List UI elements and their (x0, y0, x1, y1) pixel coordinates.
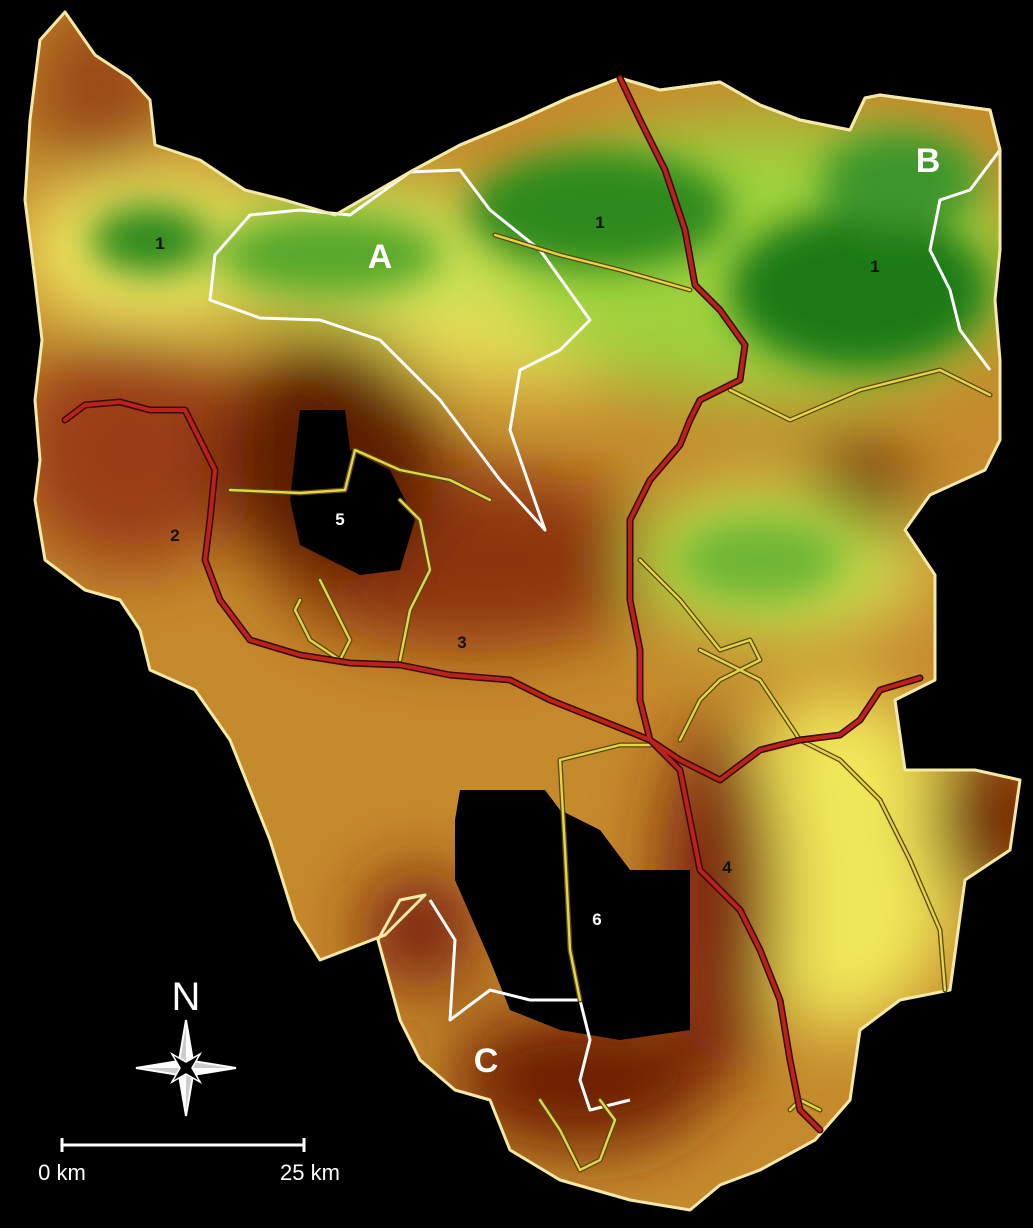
no-data-area-6 (455, 790, 690, 1040)
zone-label: 5 (335, 510, 344, 529)
no-data-area-5 (290, 410, 415, 575)
north-label: N (172, 975, 201, 1019)
secondary-road (558, 758, 582, 1002)
secondary-roads (227, 232, 993, 1173)
zone-label: 1 (870, 257, 879, 276)
secondary-road (698, 648, 947, 992)
secondary-road (728, 368, 992, 422)
zone-label: 3 (457, 633, 466, 652)
scale-end-label: 25 km (280, 1160, 340, 1185)
zone-labels: 1 1 1 2 3 4 5 6 (155, 213, 879, 929)
zone-label: 2 (170, 526, 179, 545)
main-road (678, 676, 922, 782)
scale-bar: 0 km 25 km (38, 1138, 340, 1185)
region-boundary-c (428, 899, 631, 1112)
secondary-road (538, 1098, 617, 1172)
zone-label: 1 (155, 234, 164, 253)
secondary-road (558, 743, 657, 762)
main-road (63, 400, 682, 762)
secondary-road (493, 233, 692, 292)
north-arrow: N (135, 975, 237, 1117)
region-label-a: A (368, 238, 393, 276)
study-area-outline (23, 10, 1022, 1212)
scale-start-label: 0 km (38, 1160, 86, 1185)
zone-label: 1 (595, 213, 604, 232)
secondary-road (398, 498, 432, 662)
region-label-c: C (474, 1042, 499, 1080)
secondary-road (228, 448, 492, 502)
compass-rose-icon (135, 1019, 237, 1117)
secondary-road (638, 558, 762, 742)
region-boundary-a (208, 168, 592, 532)
main-roads (61, 74, 924, 1134)
zone-label: 4 (722, 858, 732, 877)
main-road (618, 76, 822, 1132)
zone-label: 6 (592, 910, 601, 929)
region-labels: A B C (368, 142, 941, 1080)
region-label-b: B (916, 142, 941, 180)
